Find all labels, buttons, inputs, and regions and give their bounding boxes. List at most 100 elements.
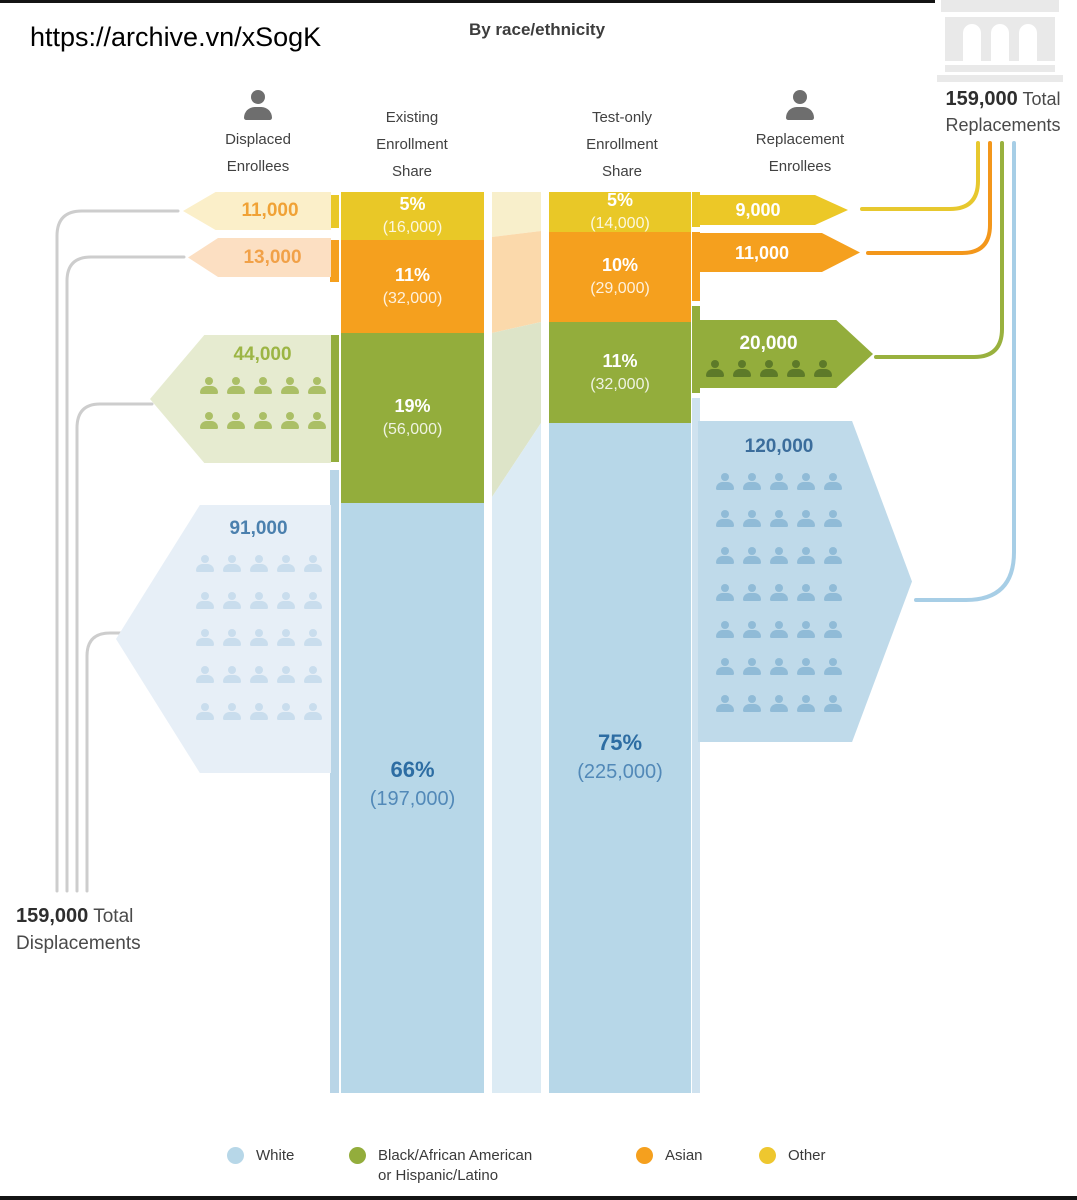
- person-icon-row: [198, 377, 328, 394]
- person-icon-row: [194, 555, 324, 572]
- person-icon: [741, 510, 763, 527]
- header-existing-enrollment-share: Existing Enrollment Share: [346, 104, 478, 185]
- segment-existing-white: 66% (197,000): [341, 503, 484, 1093]
- legend-label-other: Other: [788, 1147, 826, 1164]
- person-icon: [279, 412, 301, 429]
- legend-label-black-hispanic: Black/African American or Hispanic/Latin…: [378, 1147, 533, 1184]
- segment-count: (29,000): [590, 280, 650, 297]
- segment-pct: 10%: [601, 255, 639, 275]
- person-icon: [758, 360, 780, 377]
- person-icon: [768, 547, 790, 564]
- person-icon: [221, 666, 243, 683]
- person-icon: [248, 666, 270, 683]
- connector-band-white: [492, 423, 541, 1093]
- total-displacements: 159,000 Total Displacements: [16, 903, 141, 957]
- person-icon: [302, 592, 324, 609]
- arrow-displaced-black-hispanic: 44,000: [150, 335, 331, 463]
- person-icon: [194, 555, 216, 572]
- segment-testonly-white: 75% (225,000): [549, 423, 691, 1093]
- person-icon: [768, 510, 790, 527]
- segment-testonly-asian: 10% (29,000): [549, 232, 691, 322]
- legend-item-asian: Asian: [636, 1146, 703, 1166]
- person-icon: [714, 658, 736, 675]
- person-icon-row: [714, 547, 844, 564]
- total-displacements-word: Total: [93, 906, 134, 927]
- pictogram-replacement-black-hispanic: [704, 360, 834, 377]
- person-icon: [822, 658, 844, 675]
- person-icon: [741, 547, 763, 564]
- bank-icon: [937, 0, 1063, 82]
- person-icon: [221, 703, 243, 720]
- segment-pct: 5%: [606, 190, 633, 210]
- chart-title: By race/ethnicity: [468, 20, 606, 39]
- legend-dot-asian: [636, 1147, 653, 1164]
- legend-label-white: White: [256, 1147, 295, 1164]
- person-icon: [822, 584, 844, 601]
- pictogram-replacement-white: [714, 473, 844, 712]
- person-icon: [768, 473, 790, 490]
- person-icon: [241, 90, 275, 120]
- person-icon: [822, 473, 844, 490]
- legend-dot-other: [759, 1147, 776, 1164]
- arrow-value: 91,000: [229, 518, 288, 539]
- person-icon-row: [714, 510, 844, 527]
- header-testonly-label: Test-only Enrollment Share: [586, 109, 658, 180]
- header-replacement-label: Replacement Enrollees: [755, 131, 845, 175]
- connector-band-asian: [492, 231, 541, 333]
- segment-existing-black-hispanic: 19% (56,000): [341, 333, 484, 503]
- segment-count: (32,000): [590, 375, 650, 393]
- person-icon: [306, 377, 328, 394]
- segment-pct: 11%: [394, 264, 431, 285]
- person-icon-row: [194, 666, 324, 683]
- arrow-value: 44,000: [233, 344, 292, 365]
- person-icon: [714, 584, 736, 601]
- person-icon: [714, 695, 736, 712]
- person-icon: [741, 621, 763, 638]
- person-icon: [248, 629, 270, 646]
- segment-pct: 19%: [394, 396, 431, 416]
- replacement-line-other: [860, 141, 980, 211]
- person-icon: [812, 360, 834, 377]
- total-replacements-line2: Replacements: [945, 115, 1061, 135]
- segment-count: (197,000): [369, 788, 456, 810]
- person-icon: [822, 695, 844, 712]
- legend-item-other: Other: [759, 1146, 826, 1166]
- arrow-displaced-white: 91,000: [116, 505, 331, 773]
- left-strip-white: [330, 470, 339, 1093]
- person-icon: [783, 90, 817, 120]
- connector-band-other: [492, 192, 541, 237]
- segment-testonly-other: 5% (14,000): [549, 190, 691, 232]
- arrow-value: 20,000: [739, 332, 798, 354]
- arrow-value: 11,000: [734, 242, 790, 263]
- right-strip-white: [692, 398, 700, 1093]
- arrow-value: 13,000: [243, 246, 302, 268]
- person-icon: [198, 377, 220, 394]
- replacement-line-white: [914, 141, 1016, 602]
- person-icon: [221, 555, 243, 572]
- replacement-line-black-hispanic: [874, 141, 1004, 359]
- person-icon: [785, 360, 807, 377]
- person-icon: [795, 658, 817, 675]
- person-icon-row: [714, 473, 844, 490]
- arrow-replacement-other: 9,000: [698, 195, 848, 225]
- person-icon: [768, 584, 790, 601]
- person-icon: [795, 547, 817, 564]
- person-icon: [225, 377, 247, 394]
- person-icon: [225, 412, 247, 429]
- replacement-line-asian: [866, 141, 992, 255]
- connector-band-black-hispanic: [492, 322, 541, 497]
- person-icon: [275, 629, 297, 646]
- pictogram-displaced-white: [194, 555, 324, 720]
- person-icon: [741, 658, 763, 675]
- legend-dot-black-hispanic: [349, 1147, 366, 1164]
- legend-label-asian: Asian: [665, 1147, 703, 1164]
- person-icon: [306, 412, 328, 429]
- person-icon-row: [704, 360, 834, 377]
- displacement-line-white: [85, 631, 138, 893]
- arrow-replacement-white: 120,000: [698, 421, 912, 742]
- person-icon: [822, 510, 844, 527]
- right-strip-asian: [692, 232, 700, 301]
- screenshot-top-border: [0, 0, 935, 3]
- arrow-replacement-black-hispanic: 20,000: [698, 320, 873, 388]
- arrow-value: 9,000: [735, 200, 781, 220]
